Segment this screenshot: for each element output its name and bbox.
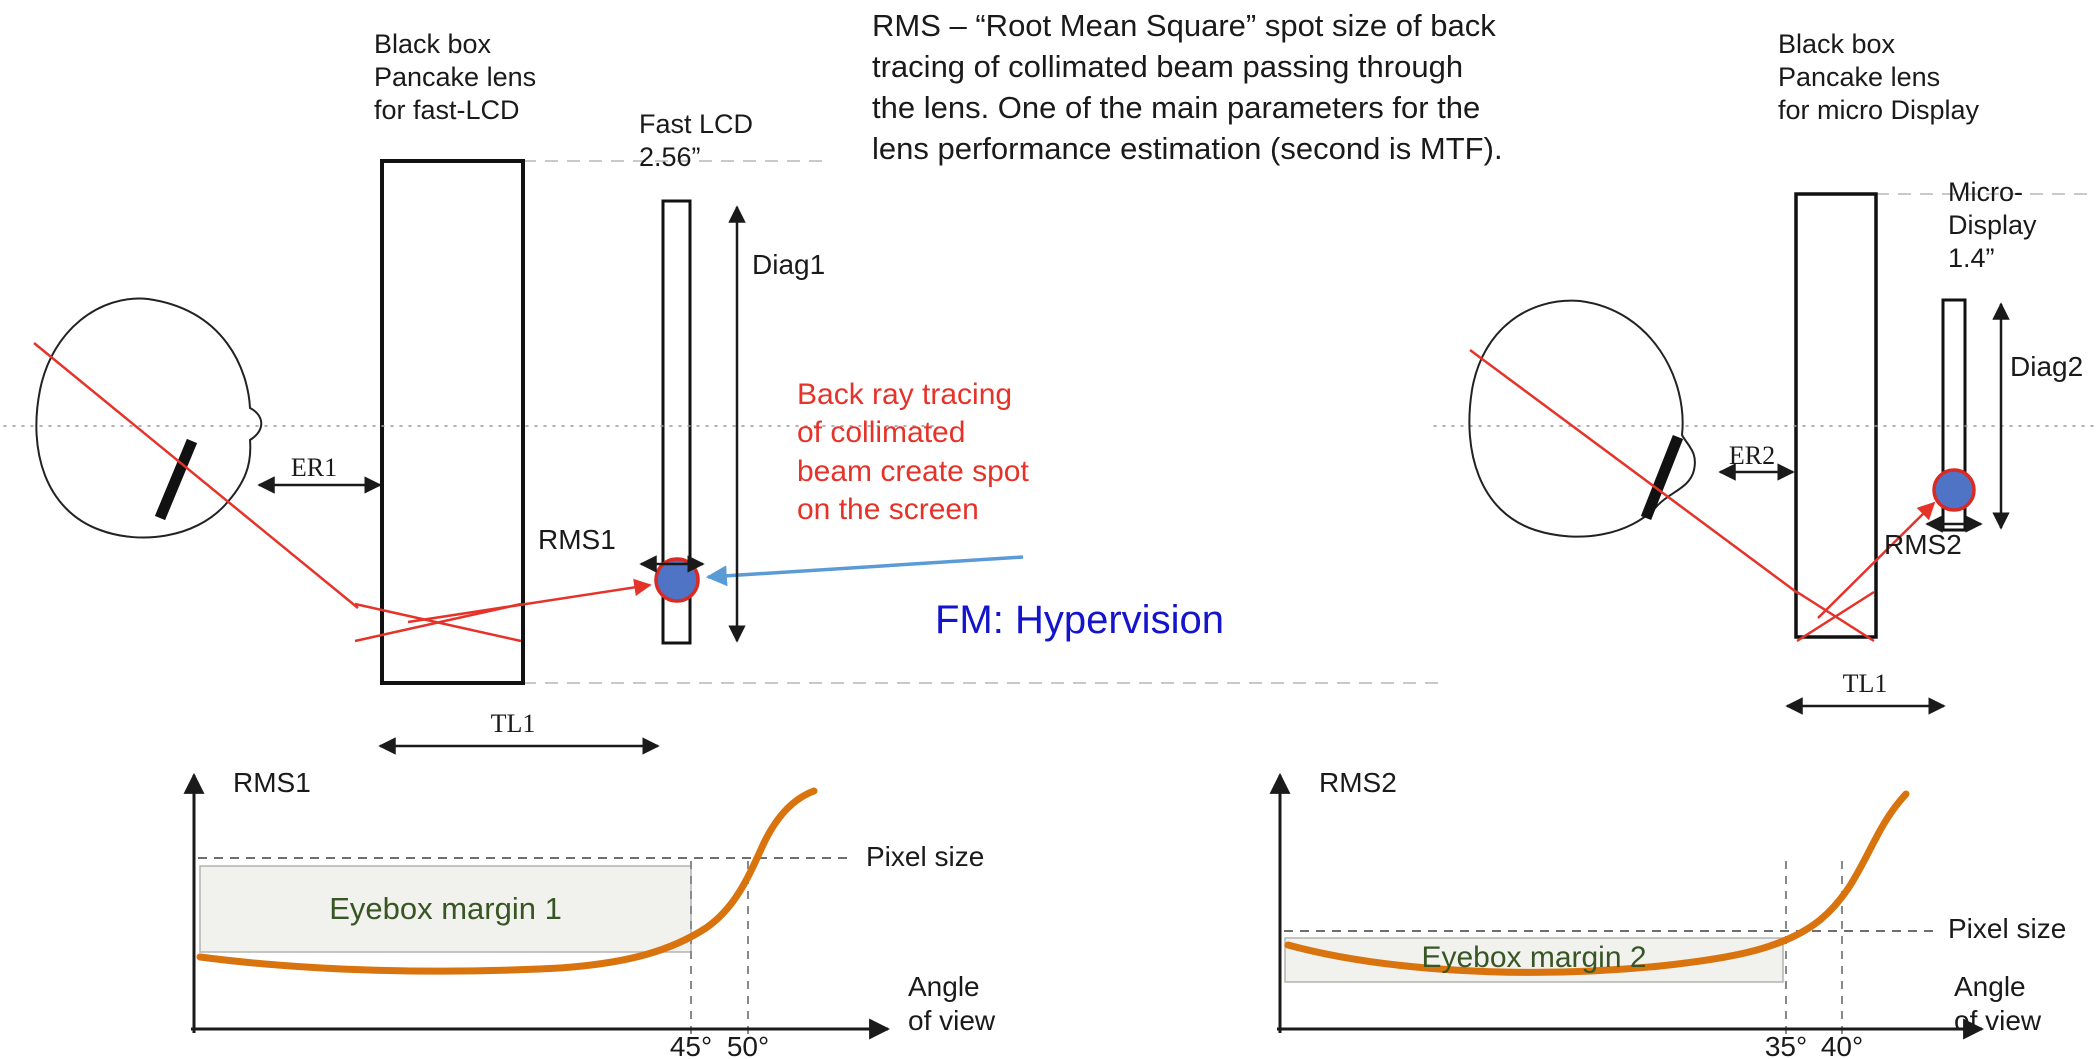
diag1-label: Diag1 (752, 249, 826, 280)
watermark-text: FM: Hypervision (935, 598, 1224, 642)
graph-left-tick-50: 50° (726, 1031, 770, 1059)
graph-right-tick-40: 40° (1820, 1031, 1864, 1059)
rms1-curve (196, 787, 818, 975)
eye-outline-left (35, 297, 263, 539)
rms1-diagram-label: RMS1 (538, 524, 616, 555)
note-pointer-arrow (705, 555, 1024, 587)
rms-spot-right (1932, 468, 1976, 512)
rms2-curve (1284, 790, 1910, 976)
pancake-lens-box-right (1794, 192, 1878, 639)
graph-left-y-axis-label: RMS1 (233, 767, 311, 798)
eye-outline-right (1468, 299, 1696, 538)
pancake-lens-label-left: Black box Pancake lens for fast-LCD (374, 29, 537, 125)
rms2-diagram-label: RMS2 (1884, 529, 1962, 560)
graph-right-tick-35: 35° (1764, 1031, 1808, 1059)
graph-right-x-axis-label: Angle of view (1954, 971, 2042, 1037)
pancake-lens-box-left (380, 159, 525, 685)
back-ray-note: Back ray tracing of collimated beam crea… (797, 378, 1029, 527)
er2-label: ER2 (1728, 441, 1776, 470)
graph-left-pixel-size-label: Pixel size (866, 841, 985, 872)
eye-pupil-mark-right (1640, 434, 1684, 521)
fast-lcd-label: Fast LCD 2.56” (639, 109, 754, 172)
rms-spot-left (654, 557, 700, 603)
red-ray-right-to-spot (1817, 501, 1936, 619)
red-ray-right-3 (1796, 590, 1875, 643)
eyebox-margin-region-left (199, 865, 692, 953)
graph-right-y-axis-label: RMS2 (1319, 767, 1397, 798)
eye-pupil-mark-left (154, 438, 198, 521)
micro-display-label: Micro- Display 1.4” (1948, 177, 2037, 273)
red-ray-left-to-spot (407, 578, 652, 624)
graph-left-tick-45: 45° (669, 1031, 713, 1059)
diag2-label: Diag2 (2010, 351, 2084, 382)
eyebox-margin-label-right: Eyebox margin 2 (1421, 941, 1647, 974)
eyebox-margin-label-left: Eyebox margin 1 (329, 891, 562, 926)
red-ray-left-1 (33, 342, 359, 609)
graph-right-pixel-size-label: Pixel size (1948, 913, 2067, 944)
graph-left-x-axis-label: Angle of view (908, 971, 996, 1037)
tl1-label-left: TL1 (490, 709, 536, 738)
rms-definition-text: RMS – “Root Mean Square” spot size of ba… (872, 8, 1503, 166)
pancake-lens-label-right: Black box Pancake lens for micro Display (1778, 29, 1980, 125)
er1-label: ER1 (290, 453, 338, 482)
red-ray-right-1 (1469, 348, 1800, 596)
tl1-label-right: TL1 (1842, 669, 1888, 698)
